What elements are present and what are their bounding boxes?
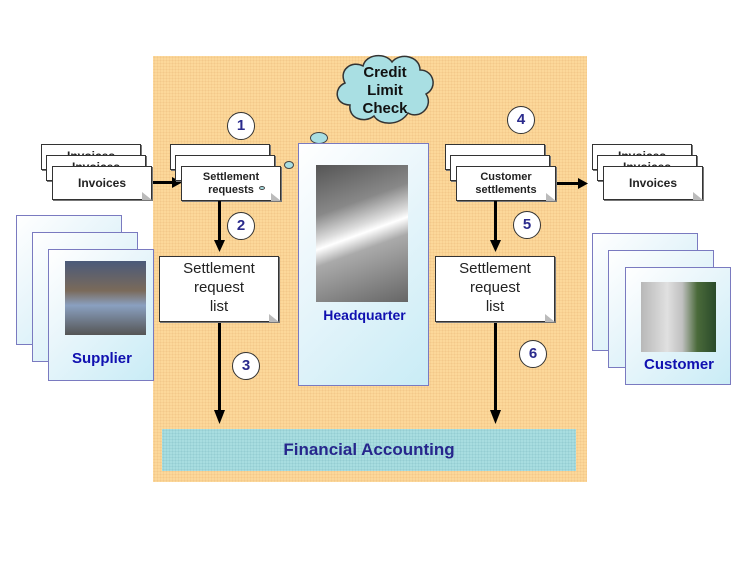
cloud-line-2: Limit (367, 82, 403, 99)
invoice-doc-front: Invoices (52, 166, 152, 200)
line: Customer (480, 171, 532, 183)
thought-bubble-small (259, 186, 265, 190)
invoice-label: Invoices (628, 176, 678, 190)
headquarter-card: Headquarter (298, 143, 429, 386)
customer-building-photo (641, 282, 716, 352)
financial-accounting-box: Financial Accounting (162, 429, 576, 471)
arrow-invoices-to-settlement (153, 181, 173, 184)
customer-settlements-doc: Customer settlements (456, 166, 556, 201)
step-5-badge: 5 (513, 211, 541, 239)
list-label: Settlement request list (436, 257, 554, 316)
cloud-line-3: Check (362, 100, 408, 117)
arrowhead-down-icon (214, 410, 225, 424)
step-6-badge: 6 (519, 340, 547, 368)
headquarter-building-photo (316, 165, 408, 302)
arrow-settlements-to-invoices (557, 182, 579, 185)
line: request (193, 279, 245, 296)
customer-card: Customer (625, 267, 731, 385)
line: settlements (475, 184, 537, 196)
arrow-settlement-to-list (218, 201, 221, 241)
arrowhead-down-icon (490, 240, 501, 252)
customer-label: Customer (643, 356, 714, 373)
step-1-badge: 1 (227, 112, 255, 140)
invoice-label: Invoices (77, 176, 127, 190)
customer-settlements-label: Customer settlements (457, 167, 555, 197)
step-3-badge: 3 (232, 352, 260, 380)
arrowhead-right-icon (578, 178, 588, 189)
supplier-card: Supplier (48, 249, 154, 381)
right-settlement-request-list: Settlement request list (435, 256, 555, 322)
arrowhead-right-icon (172, 177, 182, 188)
settlement-requests-label: Settlement requests (182, 167, 280, 197)
line: Settlement (202, 171, 260, 183)
line: Settlement (459, 260, 531, 277)
credit-limit-cloud-icon (336, 54, 434, 124)
supplier-building-photo (65, 261, 146, 335)
headquarter-label: Headquarter (323, 307, 406, 323)
arrowhead-down-icon (214, 240, 225, 252)
supplier-label: Supplier (71, 350, 132, 367)
step-2-badge: 2 (227, 212, 255, 240)
credit-limit-check-label: Credit Limit Check (340, 64, 430, 118)
arrow-customer-to-list (494, 201, 497, 241)
arrow-list-to-accounting (494, 322, 497, 412)
cloud-line-1: Credit (363, 64, 407, 81)
line: list (209, 298, 229, 315)
arrowhead-down-icon (490, 410, 501, 424)
settlement-requests-doc: Settlement requests (181, 166, 281, 201)
invoice-doc-front: Invoices (603, 166, 703, 200)
line: list (485, 298, 505, 315)
arrow-list-to-accounting (218, 322, 221, 412)
line: request (469, 279, 521, 296)
left-settlement-request-list: Settlement request list (159, 256, 279, 322)
line: requests (208, 184, 254, 196)
line: Settlement (183, 260, 255, 277)
list-label: Settlement request list (160, 257, 278, 316)
step-4-badge: 4 (507, 106, 535, 134)
thought-bubble-medium (284, 161, 294, 169)
